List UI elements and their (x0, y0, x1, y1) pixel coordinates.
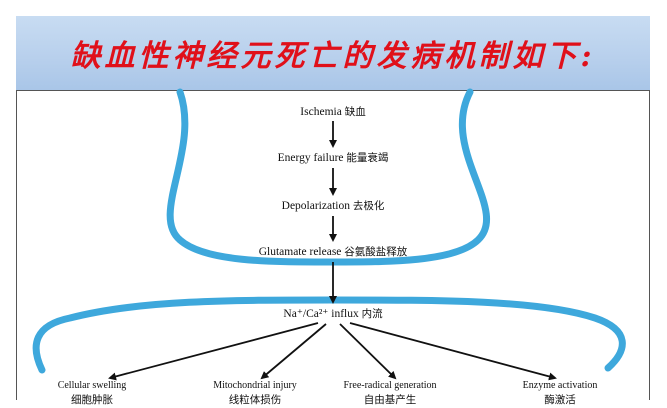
node-glutamate-release: Glutamate release 谷氨酸盐释放 (258, 246, 408, 258)
upper-curve (166, 88, 491, 266)
branch-arrow-4 (349, 322, 557, 381)
branch-arrow-3 (339, 323, 397, 380)
branch-arrow-1 (108, 322, 319, 381)
title-band: 缺血性神经元死亡的发病机制如下: (16, 16, 650, 90)
branch-arrow-2 (260, 323, 327, 380)
node-influx: Na⁺/Ca²⁺ influx 内流 (283, 308, 383, 320)
node-energy-failure: Energy failure 能量衰竭 (277, 152, 389, 164)
node-depolarization: Depolarization 去极化 (281, 200, 385, 212)
slide-title: 缺血性神经元死亡的发病机制如下: (70, 39, 596, 74)
node-ischemia: Ischemia 缺血 (300, 106, 366, 118)
